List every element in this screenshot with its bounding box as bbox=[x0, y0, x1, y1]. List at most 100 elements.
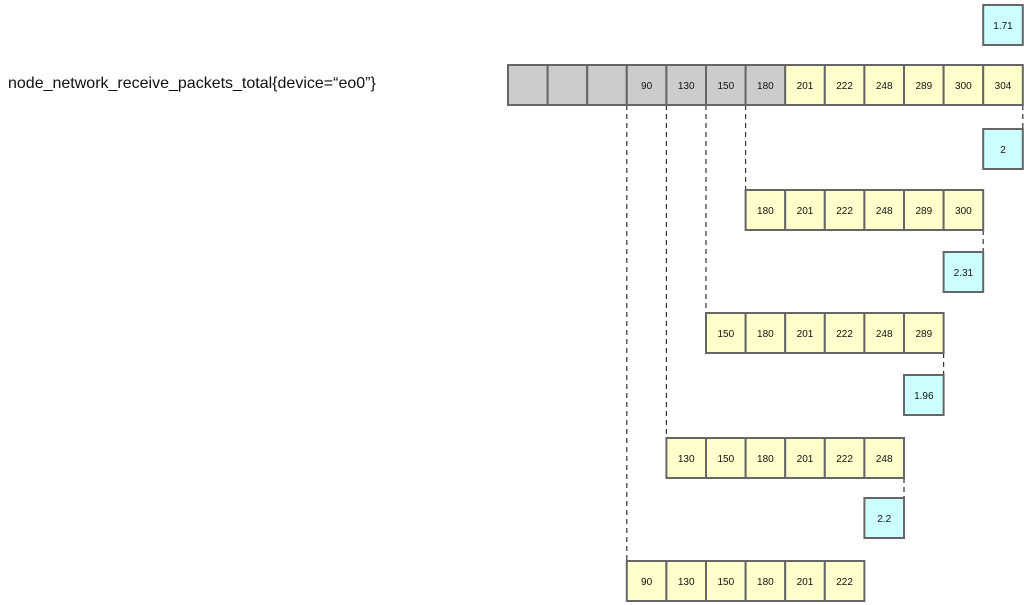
empty-slot-box bbox=[546, 64, 589, 106]
window-sample-value: 289 bbox=[915, 329, 932, 340]
window-sample-value: 90 bbox=[641, 577, 653, 588]
window-guide-lines bbox=[626, 105, 1024, 561]
empty-slot-box bbox=[586, 64, 628, 106]
rate-result: 2.2 bbox=[863, 497, 906, 539]
window-sample: 222 bbox=[823, 560, 866, 602]
rate-result-value: 1.96 bbox=[914, 391, 934, 402]
rate-result-value: 2.2 bbox=[877, 514, 891, 525]
window-sample-box bbox=[823, 560, 866, 602]
window-sample-value: 150 bbox=[717, 454, 734, 465]
rate-result: 2.31 bbox=[942, 251, 985, 293]
series-sample-value: 150 bbox=[717, 81, 734, 92]
window-sample: 130 bbox=[665, 437, 708, 479]
window-sample: 130 bbox=[665, 560, 708, 602]
series-sample-value: 201 bbox=[797, 81, 814, 92]
window-sample: 222 bbox=[823, 437, 866, 479]
window-sample-value: 201 bbox=[797, 329, 814, 340]
window-sample-box bbox=[705, 312, 747, 354]
window-sample-value: 222 bbox=[836, 454, 853, 465]
series-sample-box bbox=[625, 64, 668, 106]
window-sample-value: 201 bbox=[797, 206, 814, 217]
series-sample-value: 90 bbox=[641, 81, 653, 92]
series-sample-value: 248 bbox=[876, 81, 893, 92]
window-sample-box bbox=[863, 312, 906, 354]
series-sample-box bbox=[744, 64, 787, 106]
window-sample-value: 130 bbox=[678, 577, 695, 588]
window-sample-value: 180 bbox=[757, 329, 774, 340]
window-sample: 150 bbox=[705, 437, 747, 479]
window-sample-value: 300 bbox=[955, 206, 972, 217]
window-sample-value: 201 bbox=[797, 454, 814, 465]
window-sample: 248 bbox=[863, 437, 906, 479]
empty-slot-box bbox=[507, 64, 549, 106]
series-sample: 248 bbox=[863, 64, 906, 106]
series-sample-value: 180 bbox=[757, 81, 774, 92]
window-sample: 150 bbox=[705, 312, 747, 354]
window-sample-box bbox=[744, 560, 787, 602]
window-sample: 180 bbox=[744, 437, 787, 479]
series-sample: 222 bbox=[823, 64, 866, 106]
window-sample-value: 222 bbox=[836, 206, 853, 217]
series-sample: 300 bbox=[942, 64, 985, 106]
window-sample: 222 bbox=[823, 189, 866, 231]
window-sample: 248 bbox=[863, 189, 906, 231]
window-sample-value: 222 bbox=[836, 577, 853, 588]
window-sample-value: 201 bbox=[797, 577, 814, 588]
series-sample: 150 bbox=[705, 64, 747, 106]
window-sample-box bbox=[665, 560, 708, 602]
empty-slot bbox=[546, 64, 589, 106]
window-sample-value: 180 bbox=[757, 454, 774, 465]
series-sample-box bbox=[705, 64, 747, 106]
series-sample-box bbox=[784, 64, 826, 106]
window-sample-box bbox=[784, 437, 826, 479]
rate-result-box bbox=[982, 4, 1024, 46]
window-sample-value: 289 bbox=[915, 206, 932, 217]
window-sample: 201 bbox=[784, 312, 826, 354]
window-sample-value: 248 bbox=[876, 206, 893, 217]
series-sample-value: 300 bbox=[955, 81, 972, 92]
series-sample: 304 bbox=[982, 64, 1024, 106]
window-sample: 289 bbox=[903, 312, 945, 354]
window-sample: 180 bbox=[744, 189, 787, 231]
window-sample-value: 130 bbox=[678, 454, 695, 465]
window-sample-box bbox=[784, 189, 826, 231]
window-sample-box bbox=[942, 189, 985, 231]
series-sample: 130 bbox=[665, 64, 708, 106]
series-sample-box bbox=[823, 64, 866, 106]
window-sample: 300 bbox=[942, 189, 985, 231]
window-sample-box bbox=[625, 560, 668, 602]
empty-slot bbox=[586, 64, 628, 106]
rate-result-value: 2 bbox=[1000, 145, 1006, 156]
series-sample: 90 bbox=[625, 64, 668, 106]
series-sample-value: 304 bbox=[995, 81, 1012, 92]
window-sample-value: 150 bbox=[717, 329, 734, 340]
series-sample: 289 bbox=[903, 64, 945, 106]
rate-result-value: 1.71 bbox=[993, 21, 1013, 32]
window-sample-value: 248 bbox=[876, 454, 893, 465]
window-sample: 180 bbox=[744, 560, 787, 602]
window-sample: 289 bbox=[903, 189, 945, 231]
series-sample-value: 289 bbox=[915, 81, 932, 92]
window-sample-box bbox=[744, 312, 787, 354]
window-sample-box bbox=[705, 437, 747, 479]
window-sample: 201 bbox=[784, 560, 826, 602]
series-sample: 201 bbox=[784, 64, 826, 106]
series-sample: 180 bbox=[744, 64, 787, 106]
rate-result-value: 2.31 bbox=[954, 268, 974, 279]
series-sample-value: 222 bbox=[836, 81, 853, 92]
metric-label: node_network_receive_packets_total{devic… bbox=[8, 75, 376, 92]
window-sample: 180 bbox=[744, 312, 787, 354]
window-sample-value: 180 bbox=[757, 577, 774, 588]
series-sample-value: 130 bbox=[678, 81, 695, 92]
window-sample-box bbox=[744, 437, 787, 479]
window-sample-value: 222 bbox=[836, 329, 853, 340]
rate-result-box bbox=[982, 128, 1024, 170]
rate-result: 2 bbox=[982, 128, 1024, 170]
window-sample-value: 180 bbox=[757, 206, 774, 217]
rate-result-box bbox=[863, 497, 906, 539]
window-sample: 90 bbox=[625, 560, 668, 602]
window-sample-box bbox=[744, 189, 787, 231]
rate-result: 1.96 bbox=[903, 374, 945, 416]
rate-result-box bbox=[942, 251, 985, 293]
